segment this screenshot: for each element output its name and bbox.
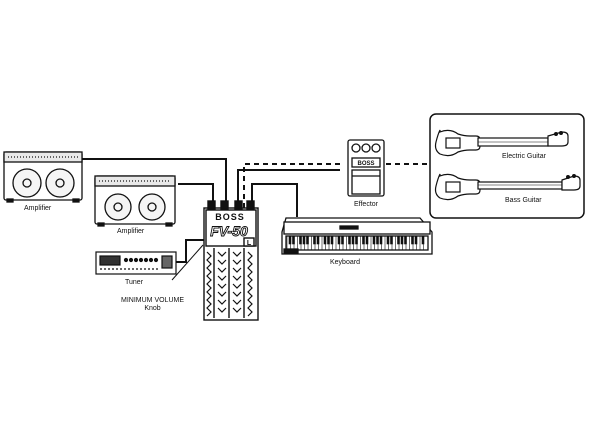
amplifier-1 — [3, 151, 83, 203]
pedal-model-text: FV-50 — [210, 223, 248, 239]
keyboard-black-key — [306, 235, 309, 245]
effector-brand-logo: BOSS — [357, 161, 374, 167]
keyboard-black-key — [376, 235, 379, 245]
min-volume-knob-label: MINIMUM VOLUME Knob — [121, 297, 184, 313]
keyboard-black-key — [351, 235, 355, 245]
min-volume-label-line2: Knob — [144, 305, 161, 312]
electric-guitar — [434, 129, 569, 157]
amplifier-2-label: Amplifier — [117, 228, 145, 235]
pedal-tread-pattern — [206, 251, 253, 317]
keyboard-black-key — [302, 235, 306, 245]
keyboard-black-key — [362, 235, 365, 245]
electric-guitar-label: Electric Guitar — [502, 153, 546, 160]
keyboard-black-key — [330, 235, 334, 245]
keyboard-black-key — [397, 235, 400, 245]
keyboard-black-key — [414, 235, 418, 245]
keyboard-black-key — [299, 235, 302, 245]
keyboard-black-key — [355, 235, 358, 245]
keyboard-black-key — [404, 235, 407, 245]
cable-amp1-to-pedal — [82, 158, 227, 208]
cables — [82, 158, 340, 263]
min-volume-pointer — [171, 244, 204, 281]
tuner-label: Tuner — [125, 279, 144, 286]
cable-effector-to-pedal — [237, 169, 340, 208]
keyboard-black-key — [386, 235, 390, 245]
keyboard-black-key — [390, 235, 393, 245]
tuner — [95, 251, 177, 275]
keyboard-black-key — [288, 235, 292, 245]
keyboard-black-key — [379, 235, 383, 245]
bass-guitar — [434, 173, 581, 201]
cable-pedal-to-effector-dashed — [243, 163, 340, 208]
keyboard-black-key — [313, 235, 316, 245]
keyboard-label: Keyboard — [330, 259, 360, 266]
keyboard-black-key — [337, 235, 341, 245]
min-volume-label-line1: MINIMUM VOLUME — [121, 297, 184, 304]
cable-amp2-to-pedal — [178, 183, 214, 208]
keyboard-black-key — [341, 235, 344, 245]
dashed-cables — [243, 150, 449, 208]
amplifier-1-label: Amplifier — [24, 205, 52, 212]
bass-guitar-label: Bass Guitar — [505, 197, 542, 204]
keyboard-keys — [286, 235, 425, 250]
cable-keyboard-to-pedal — [251, 183, 298, 217]
effector-pedal — [347, 139, 385, 197]
keyboard-black-key — [421, 235, 425, 245]
keyboard-black-key — [327, 235, 330, 245]
keyboard-black-key — [292, 235, 295, 245]
keyboard-black-key — [323, 235, 327, 245]
cable-tuner-to-pedal — [176, 239, 204, 263]
pedal-mode-text: L — [247, 240, 252, 247]
effector-label: Effector — [354, 201, 378, 208]
keyboard-black-key — [348, 235, 351, 245]
keyboard-black-key — [411, 235, 414, 245]
pedal-brand-logo: BOSS — [215, 212, 245, 222]
keyboard-black-key — [400, 235, 404, 245]
keyboard-black-key — [365, 235, 369, 245]
amplifier-2 — [94, 175, 176, 227]
keyboard-black-key — [372, 235, 376, 245]
keyboard-black-key — [316, 235, 320, 245]
